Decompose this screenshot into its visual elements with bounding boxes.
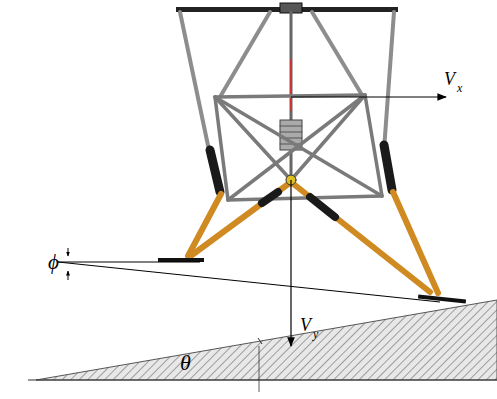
velocity-subscript: x — [457, 82, 462, 94]
angle-label: ϕ — [48, 252, 59, 273]
slope — [28, 300, 497, 392]
velocity-label: V — [444, 70, 455, 88]
velocity-label: V — [300, 316, 311, 334]
robot — [158, 3, 466, 303]
velocity-subscript: y — [313, 328, 318, 340]
angle-lines — [58, 248, 440, 302]
velocity-arrows — [291, 97, 446, 346]
angle-label: θ — [180, 352, 191, 374]
